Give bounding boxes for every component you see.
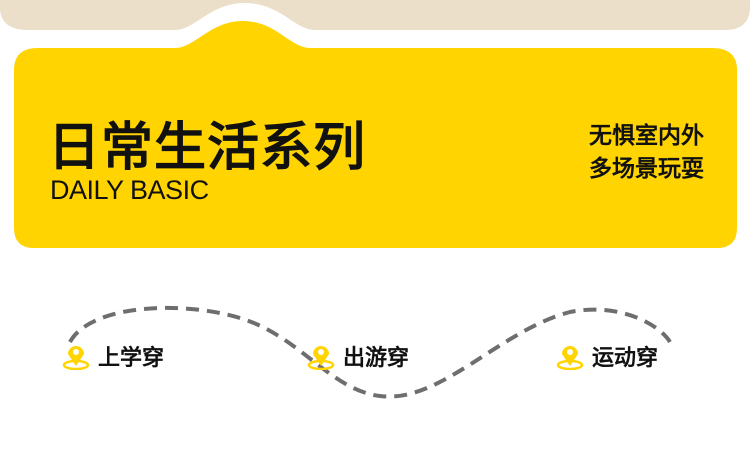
stop-school: 上学穿 — [62, 340, 164, 372]
dashed-route — [68, 305, 672, 399]
series-subtitle: DAILY BASIC — [50, 175, 209, 205]
location-pin-icon — [307, 346, 335, 370]
stop-travel: 出游穿 — [307, 340, 409, 372]
stop-label: 出游穿 — [343, 346, 410, 371]
tagline: 无惧室内外 多场景玩耍 — [589, 120, 704, 186]
stop-sports: 运动穿 — [556, 340, 658, 372]
beige-top-band — [0, 0, 750, 30]
stop-label: 运动穿 — [592, 346, 659, 371]
stop-label: 上学穿 — [98, 346, 165, 371]
yellow-banner — [14, 21, 737, 248]
location-pin-icon — [62, 346, 90, 370]
tagline-line-1: 无惧室内外 — [589, 123, 704, 149]
location-pin-icon — [556, 346, 584, 370]
series-title: 日常生活系列 — [48, 118, 367, 178]
tagline-line-2: 多场景玩耍 — [589, 156, 704, 182]
